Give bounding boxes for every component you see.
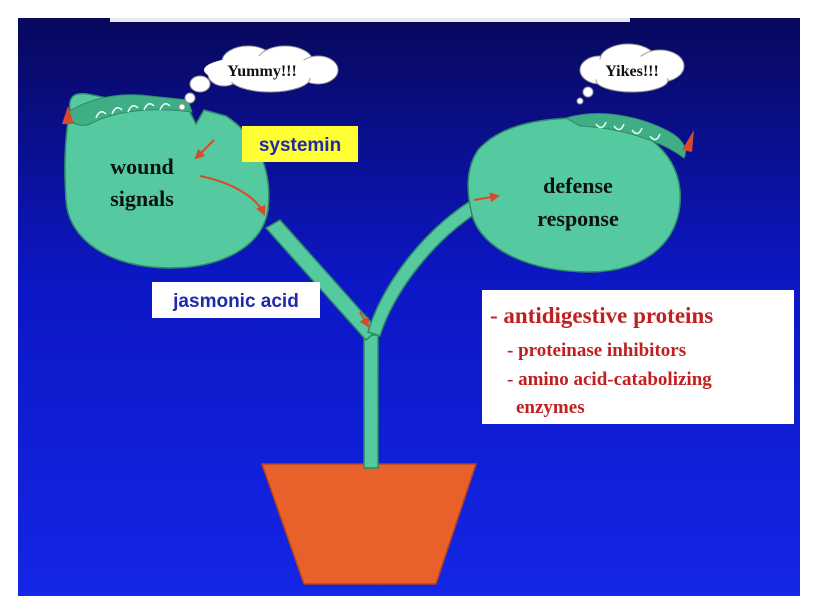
jasmonic-acid-label: jasmonic acid bbox=[172, 291, 299, 312]
wound-signal-arrow-2 bbox=[199, 175, 266, 216]
response-item-2: - amino acid-catabolizing bbox=[507, 369, 712, 390]
junction-arrow bbox=[359, 311, 369, 328]
thought-bubble-left: Yummy!!! bbox=[178, 45, 339, 111]
response-item-1: - proteinase inhibitors bbox=[507, 340, 686, 361]
right-leaf-line1: defense bbox=[543, 173, 613, 198]
flower-pot bbox=[260, 463, 478, 585]
thought-bubble-right: Yikes!!! bbox=[576, 43, 685, 105]
title-bar-stub bbox=[110, 18, 630, 22]
jasmonic-acid-label-box bbox=[152, 282, 320, 318]
response-item-2-cont: enzymes bbox=[516, 397, 585, 418]
systemin-label-box bbox=[242, 126, 358, 162]
defense-arrow bbox=[473, 192, 500, 203]
response-box bbox=[482, 290, 794, 424]
left-leaf-teeth bbox=[95, 103, 171, 119]
response-heading: - antidigestive proteins bbox=[490, 303, 713, 328]
right-leaf-line2: response bbox=[537, 206, 619, 231]
wound-signal-arrow-1 bbox=[194, 139, 215, 160]
right-leaf-tip bbox=[682, 130, 694, 152]
left-leaf-line1: wound bbox=[110, 154, 174, 179]
left-leaf-line2: signals bbox=[110, 186, 174, 211]
main-stem bbox=[363, 334, 379, 469]
left-leaf-tip bbox=[62, 106, 74, 124]
right-leaf-teeth bbox=[595, 121, 661, 141]
bubble-left-text: Yummy!!! bbox=[227, 63, 297, 80]
systemin-label: systemin bbox=[259, 135, 341, 156]
bubble-right-text: Yikes!!! bbox=[605, 63, 659, 80]
